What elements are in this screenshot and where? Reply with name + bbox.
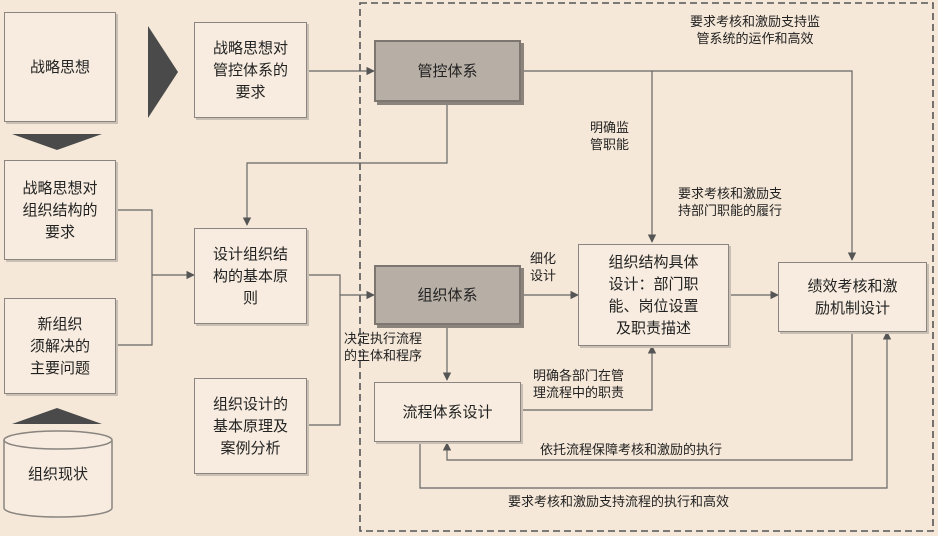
label-bottom: 要求考核和激励支持流程的执行和高效 (508, 495, 730, 510)
node-text: 流程体系设计 (402, 403, 493, 421)
chevron-right-shape (148, 26, 178, 118)
label-clarify-dept-process: 明确各部门在管 理流程中的职责 (533, 369, 625, 401)
node-org-design-cases: 组织设计的 基本原理及 案例分析 (194, 378, 307, 474)
line-cases-merge (307, 295, 341, 426)
label-refine-design: 细化 设计 (530, 252, 557, 284)
node-text: 战略思想对 管控体系的 要求 (212, 39, 288, 101)
arrow-process-to-structure (521, 345, 657, 411)
label-clarify-duties: 明确监 管职能 (590, 121, 630, 153)
node-text: 组织结构具体 设计：部门职 能、岗位设置 及职责描述 (608, 253, 699, 337)
line-problems-merge (116, 275, 153, 346)
node-text: 管控体系 (417, 62, 478, 80)
arrow-principles-to-org (307, 274, 375, 300)
node-text: 设计组织结 构的基本原 则 (212, 245, 288, 307)
arrow-process-to-performance (419, 331, 892, 489)
node-new-org-problems: 新组织 须解决的 主要问题 (4, 298, 116, 394)
node-text: 新组织 须解决的 主要问题 (29, 315, 90, 377)
node-text: 战略思想对 组织结构的 要求 (22, 179, 98, 241)
node-control-system: 管控体系 (374, 40, 521, 102)
node-performance-design: 绩效考核和激 励机制设计 (778, 262, 927, 332)
arrow-control-to-performance (652, 70, 857, 261)
node-text: 组织体系 (417, 286, 478, 304)
node-text: 组织设计的 基本原理及 案例分析 (212, 395, 288, 457)
arrow-org-req-to-principles (116, 209, 195, 280)
node-org-status: 组织现状 (27, 465, 88, 483)
node-strategy-control-req: 战略思想对 管控体系的 要求 (194, 22, 307, 118)
dashed-boundary (359, 2, 934, 532)
label-decide-process: 决定执行流程 的主体和程序 (344, 332, 423, 364)
node-strategy-thought: 战略思想 (4, 12, 116, 122)
chevron-up-shape (12, 408, 102, 424)
node-org-system: 组织体系 (374, 265, 521, 325)
arrow-control-to-structure (521, 70, 657, 243)
node-text: 战略思想 (29, 58, 90, 76)
chevron-down-shape (12, 134, 102, 150)
arrow-control-to-principles (242, 102, 448, 226)
node-text: 绩效考核和激 励机制设计 (807, 277, 898, 317)
node-design-principles: 设计组织结 构的基本原 则 (194, 228, 307, 324)
arrow-performance-to-process (442, 330, 853, 461)
cylinder-shape (3, 430, 113, 518)
label-support-dept: 要求考核和激励支 持部门职能的履行 (678, 187, 783, 219)
node-process-design: 流程体系设计 (374, 382, 521, 442)
node-strategy-org-req: 战略思想对 组织结构的 要求 (4, 160, 116, 260)
node-org-structure-design: 组织结构具体 设计：部门职 能、岗位设置 及职责描述 (578, 244, 729, 346)
label-rely-process: 依托流程保障考核和激励的执行 (540, 443, 723, 458)
label-top-right: 要求考核和激励支持监 管系统的运作和高效 (690, 15, 821, 47)
